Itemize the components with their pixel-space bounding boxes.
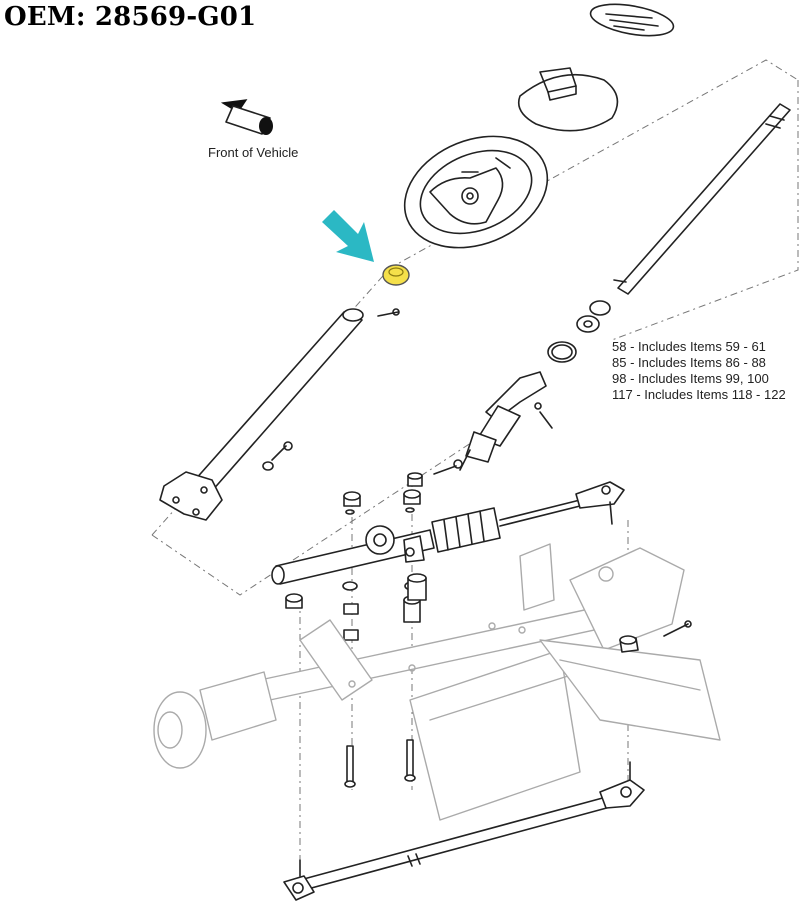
pointer-arrow-icon <box>322 210 374 262</box>
steering-shaft <box>613 103 791 295</box>
legend-item: 117 - Includes Items 118 - 122 <box>612 387 786 402</box>
assembly-outline <box>151 59 799 880</box>
rack-spacers <box>285 573 427 641</box>
legend-item: 85 - Includes Items 86 - 88 <box>612 355 766 370</box>
steering-wheel <box>403 135 549 249</box>
u-joint-shaft <box>433 371 553 475</box>
bearing-rings <box>547 300 611 363</box>
steering-rack <box>271 481 625 585</box>
castle-nut <box>619 620 692 653</box>
highlighted-part <box>382 264 410 286</box>
rack-mount-nuts <box>343 472 423 515</box>
front-axle-frame <box>153 543 721 821</box>
mount-bolts <box>344 739 416 788</box>
legend-item: 58 - Includes Items 59 - 61 <box>612 339 766 354</box>
page-title: OEM: 28569-G01 <box>4 2 257 32</box>
legend-item: 98 - Includes Items 99, 100 <box>612 371 769 386</box>
decal-sticker <box>589 3 675 37</box>
parts-legend: 58 - Includes Items 59 - 61 85 - Include… <box>612 339 786 403</box>
horn-cap <box>517 67 619 132</box>
front-arrow-icon <box>220 99 273 135</box>
tie-rod <box>283 761 645 901</box>
steering-column-tube <box>159 308 400 521</box>
front-of-vehicle-label: Front of Vehicle <box>208 145 299 160</box>
